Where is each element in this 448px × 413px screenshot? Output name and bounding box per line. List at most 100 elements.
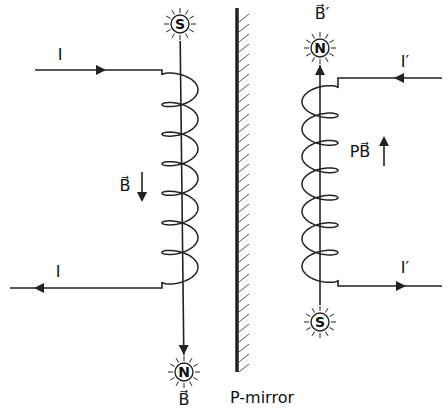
sun-ray [326,58,329,62]
sun-ray [172,10,175,14]
sun-ray [320,32,321,37]
sun-ray [191,24,196,25]
mirror-hatch [239,184,249,192]
mirror-hatch [239,294,249,302]
sun-ray [190,30,194,33]
sun-ray [190,382,193,386]
sun-ray [306,314,310,317]
pole-circle [311,39,329,57]
sun-ray [184,356,185,361]
symbol-label: B⃗′ [313,4,332,23]
mirror-hatch [239,94,249,102]
symbol-label: I [54,262,63,281]
mirror-hatch [239,304,249,312]
sun-ray [312,332,315,336]
mirror-hatch [239,114,249,122]
sun-ray [195,372,200,373]
mirror-hatch [239,124,249,132]
wire [338,280,442,286]
wire [10,282,162,288]
pole-circle [171,15,189,33]
mirror-hatch [239,84,249,92]
pole-symbol: S [303,305,337,339]
sun-ray [172,34,175,38]
field-axis [315,65,325,305]
mirror-hatch [239,274,249,282]
wire [338,78,442,88]
sun-ray [312,308,315,312]
sun-ray [326,332,329,336]
mirror-hatch [239,334,249,342]
sun-ray [184,383,185,388]
sun-ray [180,8,181,13]
mirror-hatch [239,284,249,292]
mirror-hatch [239,324,249,332]
sun-ray [180,35,181,40]
mirror-hatch [239,234,249,242]
sun-ray [186,10,189,14]
mirror-hatch [239,254,249,262]
pole-circle [175,363,193,381]
sun-ray [166,16,170,19]
mirror [235,8,239,372]
sun-ray [330,54,334,57]
sun-ray [194,364,198,367]
mirror-hatch [239,144,249,152]
mirror-hatch [239,34,249,42]
sun-ray [320,333,321,338]
symbol-label: PB⃗ [348,142,373,161]
pole-letter: S [175,16,185,33]
field-axis [179,41,189,355]
mirror-hatch [239,24,249,32]
mirror-hatch [239,364,249,372]
sun-ray [331,322,336,323]
symbol-label: B⃗ [177,390,192,409]
pole-letter: S [315,314,325,331]
mirror-hatch [239,264,249,272]
pole-circle [311,313,329,331]
current-arrowhead [96,65,106,75]
mirror-hatch [239,224,249,232]
pole-letter: N [178,364,190,381]
mirror-hatch [239,214,249,222]
mirror-hatch [239,244,249,252]
sun-ray [330,328,334,331]
sun-ray [304,322,309,323]
pole-symbol: S [163,7,197,41]
mirror-hatch [239,344,249,352]
sun-ray [190,16,194,19]
mirror-hatch [239,134,249,142]
mirror-hatch [239,44,249,52]
sun-ray [320,59,321,64]
sun-ray [326,308,329,312]
axis-line [180,41,184,355]
sun-ray [320,306,321,311]
sun-ray [312,34,315,38]
symbol-label: I′ [399,52,411,71]
mirror-hatch [239,354,249,362]
sun-ray [330,40,334,43]
pole-symbol: N [167,355,201,389]
mirror-hatch [239,194,249,202]
current-arrowhead [34,283,44,293]
sun-ray [190,358,193,362]
sun-ray [166,30,170,33]
sun-ray [168,372,173,373]
mirror-hatch [239,314,249,322]
sun-ray [304,48,309,49]
sun-ray [176,382,179,386]
sun-ray [306,54,310,57]
axis-line [319,65,321,305]
field-arrow [141,172,143,194]
sun-ray [186,34,189,38]
mirror-hatch [239,164,249,172]
symbol-label: I′ [399,258,411,277]
sun-ray [312,58,315,62]
sun-ray [170,378,174,381]
mirror-hatch [239,154,249,162]
arrowhead [315,65,325,75]
field-arrowhead [379,136,389,146]
symbol-label: B⃗ [118,176,133,195]
